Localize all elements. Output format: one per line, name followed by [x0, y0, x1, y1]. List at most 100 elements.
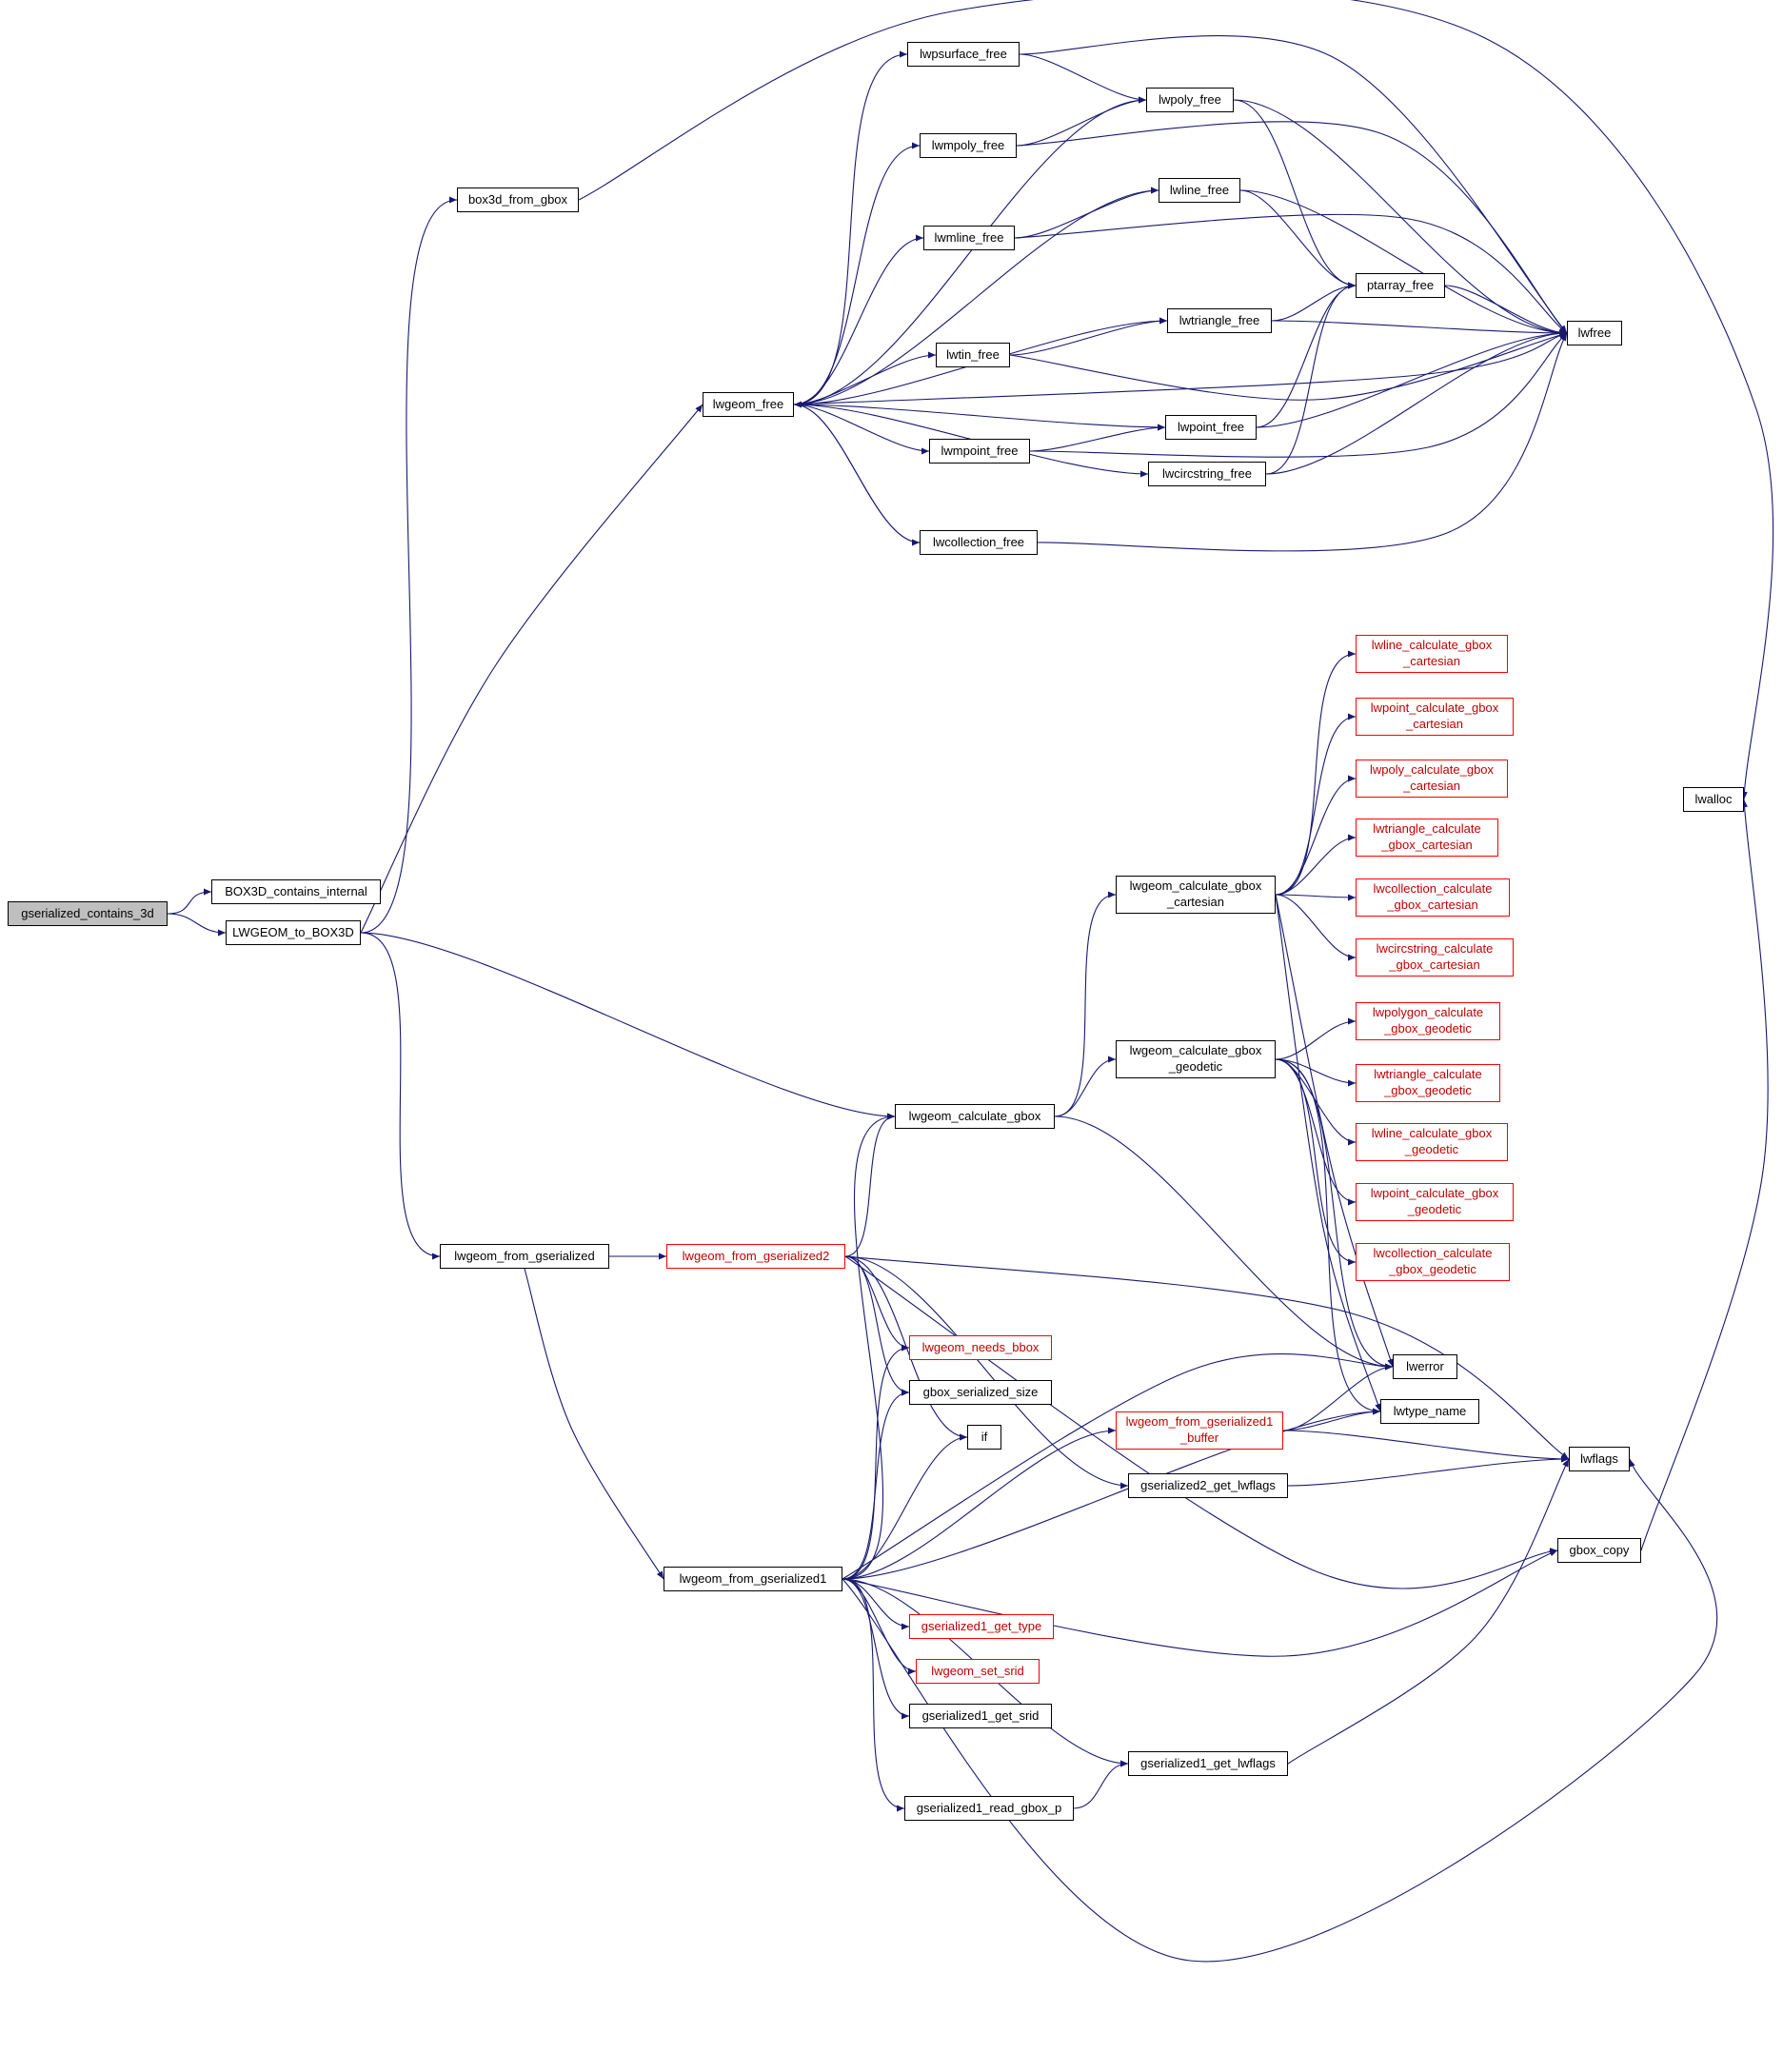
edge-lwline_free-to-ptarray_free: [1239, 189, 1357, 289]
edge-lwgeom_free-to-lwtin_free: [793, 351, 937, 405]
node-lwerror[interactable]: lwerror: [1393, 1354, 1457, 1379]
edge-lwgeom_from_gserialized1-to-lwerror: [842, 1353, 1394, 1580]
node-lwgeom_from_gserialized2[interactable]: lwgeom_from_gserialized2: [666, 1244, 845, 1269]
edge-lwgeom_free-to-lwline_free: [793, 187, 1159, 405]
edge-LWGEOM_to_BOX3D-to-lwgeom_calculate_gbox: [360, 932, 896, 1120]
node-lwgeom_from_gserialized1[interactable]: lwgeom_from_gserialized1: [664, 1567, 842, 1591]
edge-lwpsurface_free-to-lwfree: [1019, 35, 1568, 334]
node-lwpoint_calculate_gbox_geodetic[interactable]: lwpoint_calculate_gbox _geodetic: [1356, 1183, 1514, 1221]
edge-lwgeom_from_gserialized1-to-lwgeom_from_gserialized1_buffer: [842, 1427, 1117, 1580]
node-lwcircstring_calculate_gbox_cartesian[interactable]: lwcircstring_calculate _gbox_cartesian: [1356, 938, 1514, 977]
node-lwcircstring_free[interactable]: lwcircstring_free: [1148, 462, 1266, 486]
node-gbox_copy[interactable]: gbox_copy: [1557, 1538, 1641, 1563]
node-gserialized1_get_srid[interactable]: gserialized1_get_srid: [909, 1704, 1052, 1728]
node-lwmline_free[interactable]: lwmline_free: [923, 226, 1015, 250]
node-lwmpoly_free[interactable]: lwmpoly_free: [920, 133, 1017, 158]
node-lwgeom_from_gserialized[interactable]: lwgeom_from_gserialized: [440, 1244, 609, 1269]
node-lwline_free[interactable]: lwline_free: [1159, 178, 1240, 203]
node-lwpoint_calculate_gbox_cartesian[interactable]: lwpoint_calculate_gbox _cartesian: [1356, 698, 1514, 736]
node-lwpsurface_free[interactable]: lwpsurface_free: [907, 42, 1020, 67]
edge-gserialized2_get_lwflags-to-lwflags: [1287, 1455, 1570, 1487]
edge-lwgeom_from_gserialized1-to-gbox_serialized_size: [842, 1389, 910, 1580]
edge-lwgeom_calculate_gbox_cartesian-to-lwcircstring_calculate_gbox_cartesian: [1275, 894, 1357, 961]
edge-lwgeom_from_gserialized1-to-lwgeom_calculate_gbox: [842, 1113, 896, 1580]
edge-lwgeom_calculate_gbox-to-lwgeom_calculate_gbox_cartesian: [1054, 891, 1117, 1117]
edge-lwgeom_free-to-lwmline_free: [793, 234, 924, 405]
node-lwtype_name[interactable]: lwtype_name: [1380, 1399, 1479, 1424]
edge-lwpsurface_free-to-lwpoly_free: [1019, 53, 1147, 104]
edge-lwgeom_calculate_gbox-to-lwerror: [1054, 1115, 1394, 1371]
node-lwtriangle_free[interactable]: lwtriangle_free: [1167, 308, 1272, 333]
node-gbox_serialized_size[interactable]: gbox_serialized_size: [909, 1380, 1052, 1405]
node-lwtin_free[interactable]: lwtin_free: [936, 343, 1010, 367]
node-lwcollection_calculate_gbox_geodetic[interactable]: lwcollection_calculate _gbox_geodetic: [1356, 1243, 1510, 1281]
node-gserialized1_read_gbox_p[interactable]: gserialized1_read_gbox_p: [904, 1796, 1074, 1821]
edge-lwgeom_free-to-lwpoint_free: [793, 404, 1166, 431]
node-lwgeom_from_gserialized1_buffer[interactable]: lwgeom_from_gserialized1 _buffer: [1116, 1411, 1283, 1450]
node-gserialized1_get_type[interactable]: gserialized1_get_type: [909, 1614, 1054, 1639]
node-lwpoly_free[interactable]: lwpoly_free: [1146, 88, 1234, 112]
node-box3d_from_gbox[interactable]: box3d_from_gbox: [457, 187, 579, 212]
node-gserialized2_get_lwflags[interactable]: gserialized2_get_lwflags: [1128, 1473, 1288, 1498]
edge-lwgeom_from_gserialized1-to-lwtype_name: [842, 1408, 1381, 1580]
edge-lwgeom_from_gserialized-to-lwgeom_from_gserialized1: [524, 1268, 664, 1580]
node-lwpolygon_calculate_gbox_geodetic[interactable]: lwpolygon_calculate _gbox_geodetic: [1356, 1002, 1500, 1040]
node-lwgeom_calculate_gbox_geodetic[interactable]: lwgeom_calculate_gbox _geodetic: [1116, 1040, 1276, 1078]
edge-lwgeom_calculate_gbox_cartesian-to-lwline_calculate_gbox_cartesian: [1275, 650, 1357, 896]
node-BOX3D_contains_internal[interactable]: BOX3D_contains_internal: [211, 879, 381, 904]
edge-lwpoly_free-to-ptarray_free: [1233, 99, 1357, 289]
node-lwcollection_calculate_gbox_cartesian[interactable]: lwcollection_calculate _gbox_cartesian: [1356, 878, 1510, 917]
edge-gserialized1_read_gbox_p-to-gserialized1_get_lwflags: [1073, 1760, 1129, 1809]
edge-LWGEOM_to_BOX3D-to-lwgeom_from_gserialized: [360, 932, 441, 1260]
node-lwpoly_calculate_gbox_cartesian[interactable]: lwpoly_calculate_gbox _cartesian: [1356, 760, 1508, 798]
node-lwflags[interactable]: lwflags: [1569, 1447, 1630, 1471]
node-gserialized1_get_lwflags[interactable]: gserialized1_get_lwflags: [1128, 1751, 1288, 1776]
edge-lwgeom_from_gserialized2-to-lwflags: [844, 1255, 1570, 1460]
edge-box3d_from_gbox-to-lwalloc: [578, 0, 1774, 800]
node-lwalloc[interactable]: lwalloc: [1683, 787, 1744, 812]
edge-lwgeom_calculate_gbox_cartesian-to-lwpoint_calculate_gbox_cartesian: [1275, 713, 1357, 896]
edge-lwmline_free-to-lwline_free: [1014, 187, 1159, 239]
node-lwgeom_free[interactable]: lwgeom_free: [703, 392, 794, 417]
edge-lwgeom_calculate_gbox_cartesian-to-lwpoly_calculate_gbox_cartesian: [1275, 775, 1357, 896]
node-lwtriangle_calculate_gbox_cartesian[interactable]: lwtriangle_calculate _gbox_cartesian: [1356, 819, 1498, 857]
edge-lwgeom_from_gserialized2-to-gserialized2_get_lwflags: [844, 1255, 1129, 1490]
edge-lwgeom_calculate_gbox_geodetic-to-lwcollection_calculate_gbox_geodetic: [1275, 1058, 1357, 1266]
node-gserialized_contains_3d[interactable]: gserialized_contains_3d: [8, 901, 168, 926]
node-lwgeom_set_srid[interactable]: lwgeom_set_srid: [916, 1659, 1040, 1684]
node-lwgeom_needs_bbox[interactable]: lwgeom_needs_bbox: [909, 1335, 1052, 1360]
edge-lwmpoly_free-to-lwpoly_free: [1016, 96, 1147, 147]
node-ptarray_free[interactable]: ptarray_free: [1356, 273, 1445, 298]
edge-lwtin_free-to-lwtriangle_free: [1009, 317, 1168, 356]
edge-lwgeom_from_gserialized1-to-gbox_copy: [842, 1549, 1558, 1657]
node-lwfree[interactable]: lwfree: [1567, 321, 1622, 345]
node-lwpoint_free[interactable]: lwpoint_free: [1165, 415, 1257, 440]
edge-lwgeom_from_gserialized1-to-lwgeom_needs_bbox: [842, 1344, 910, 1580]
edge-lwpoint_free-to-lwfree: [1256, 329, 1568, 428]
node-if[interactable]: if: [967, 1425, 1001, 1450]
edge-lwtriangle_free-to-ptarray_free: [1271, 282, 1357, 322]
edge-lwcircstring_free-to-ptarray_free: [1265, 282, 1357, 475]
node-LWGEOM_to_BOX3D[interactable]: LWGEOM_to_BOX3D: [226, 920, 361, 945]
edge-lwcollection_free-to-lwfree: [1037, 332, 1568, 552]
node-lwgeom_calculate_gbox[interactable]: lwgeom_calculate_gbox: [895, 1104, 1055, 1129]
node-lwcollection_free[interactable]: lwcollection_free: [920, 530, 1038, 555]
edge-lwgeom_free-to-lwpoly_free: [793, 96, 1147, 405]
edge-lwgeom_calculate_gbox-to-lwgeom_calculate_gbox_geodetic: [1054, 1056, 1117, 1117]
edge-gserialized_contains_3d-to-BOX3D_contains_internal: [167, 888, 212, 915]
node-lwline_calculate_gbox_geodetic[interactable]: lwline_calculate_gbox _geodetic: [1356, 1123, 1508, 1161]
edge-lwcollection_free-to-lwgeom_free: [793, 401, 921, 543]
edge-lwcircstring_free-to-lwfree: [1265, 329, 1568, 475]
edge-lwgeom_from_gserialized1-to-gserialized1_read_gbox_p: [842, 1578, 905, 1812]
edge-lwgeom_free-to-lwfree: [793, 331, 1568, 405]
node-lwgeom_calculate_gbox_cartesian[interactable]: lwgeom_calculate_gbox _cartesian: [1116, 876, 1276, 914]
edge-lwgeom_from_gserialized1_buffer-to-lwerror: [1282, 1363, 1394, 1431]
edge-lwgeom_from_gserialized1_buffer-to-lwflags: [1282, 1430, 1570, 1463]
edge-lwtin_free-to-lwfree: [1009, 331, 1568, 401]
node-lwtriangle_calculate_gbox_geodetic[interactable]: lwtriangle_calculate _gbox_geodetic: [1356, 1064, 1500, 1102]
node-lwmpoint_free[interactable]: lwmpoint_free: [929, 439, 1030, 464]
node-lwline_calculate_gbox_cartesian[interactable]: lwline_calculate_gbox _cartesian: [1356, 635, 1508, 673]
edge-lwgeom_from_gserialized1-to-if: [842, 1433, 968, 1580]
edge-gbox_copy-to-lwalloc: [1640, 799, 1769, 1551]
